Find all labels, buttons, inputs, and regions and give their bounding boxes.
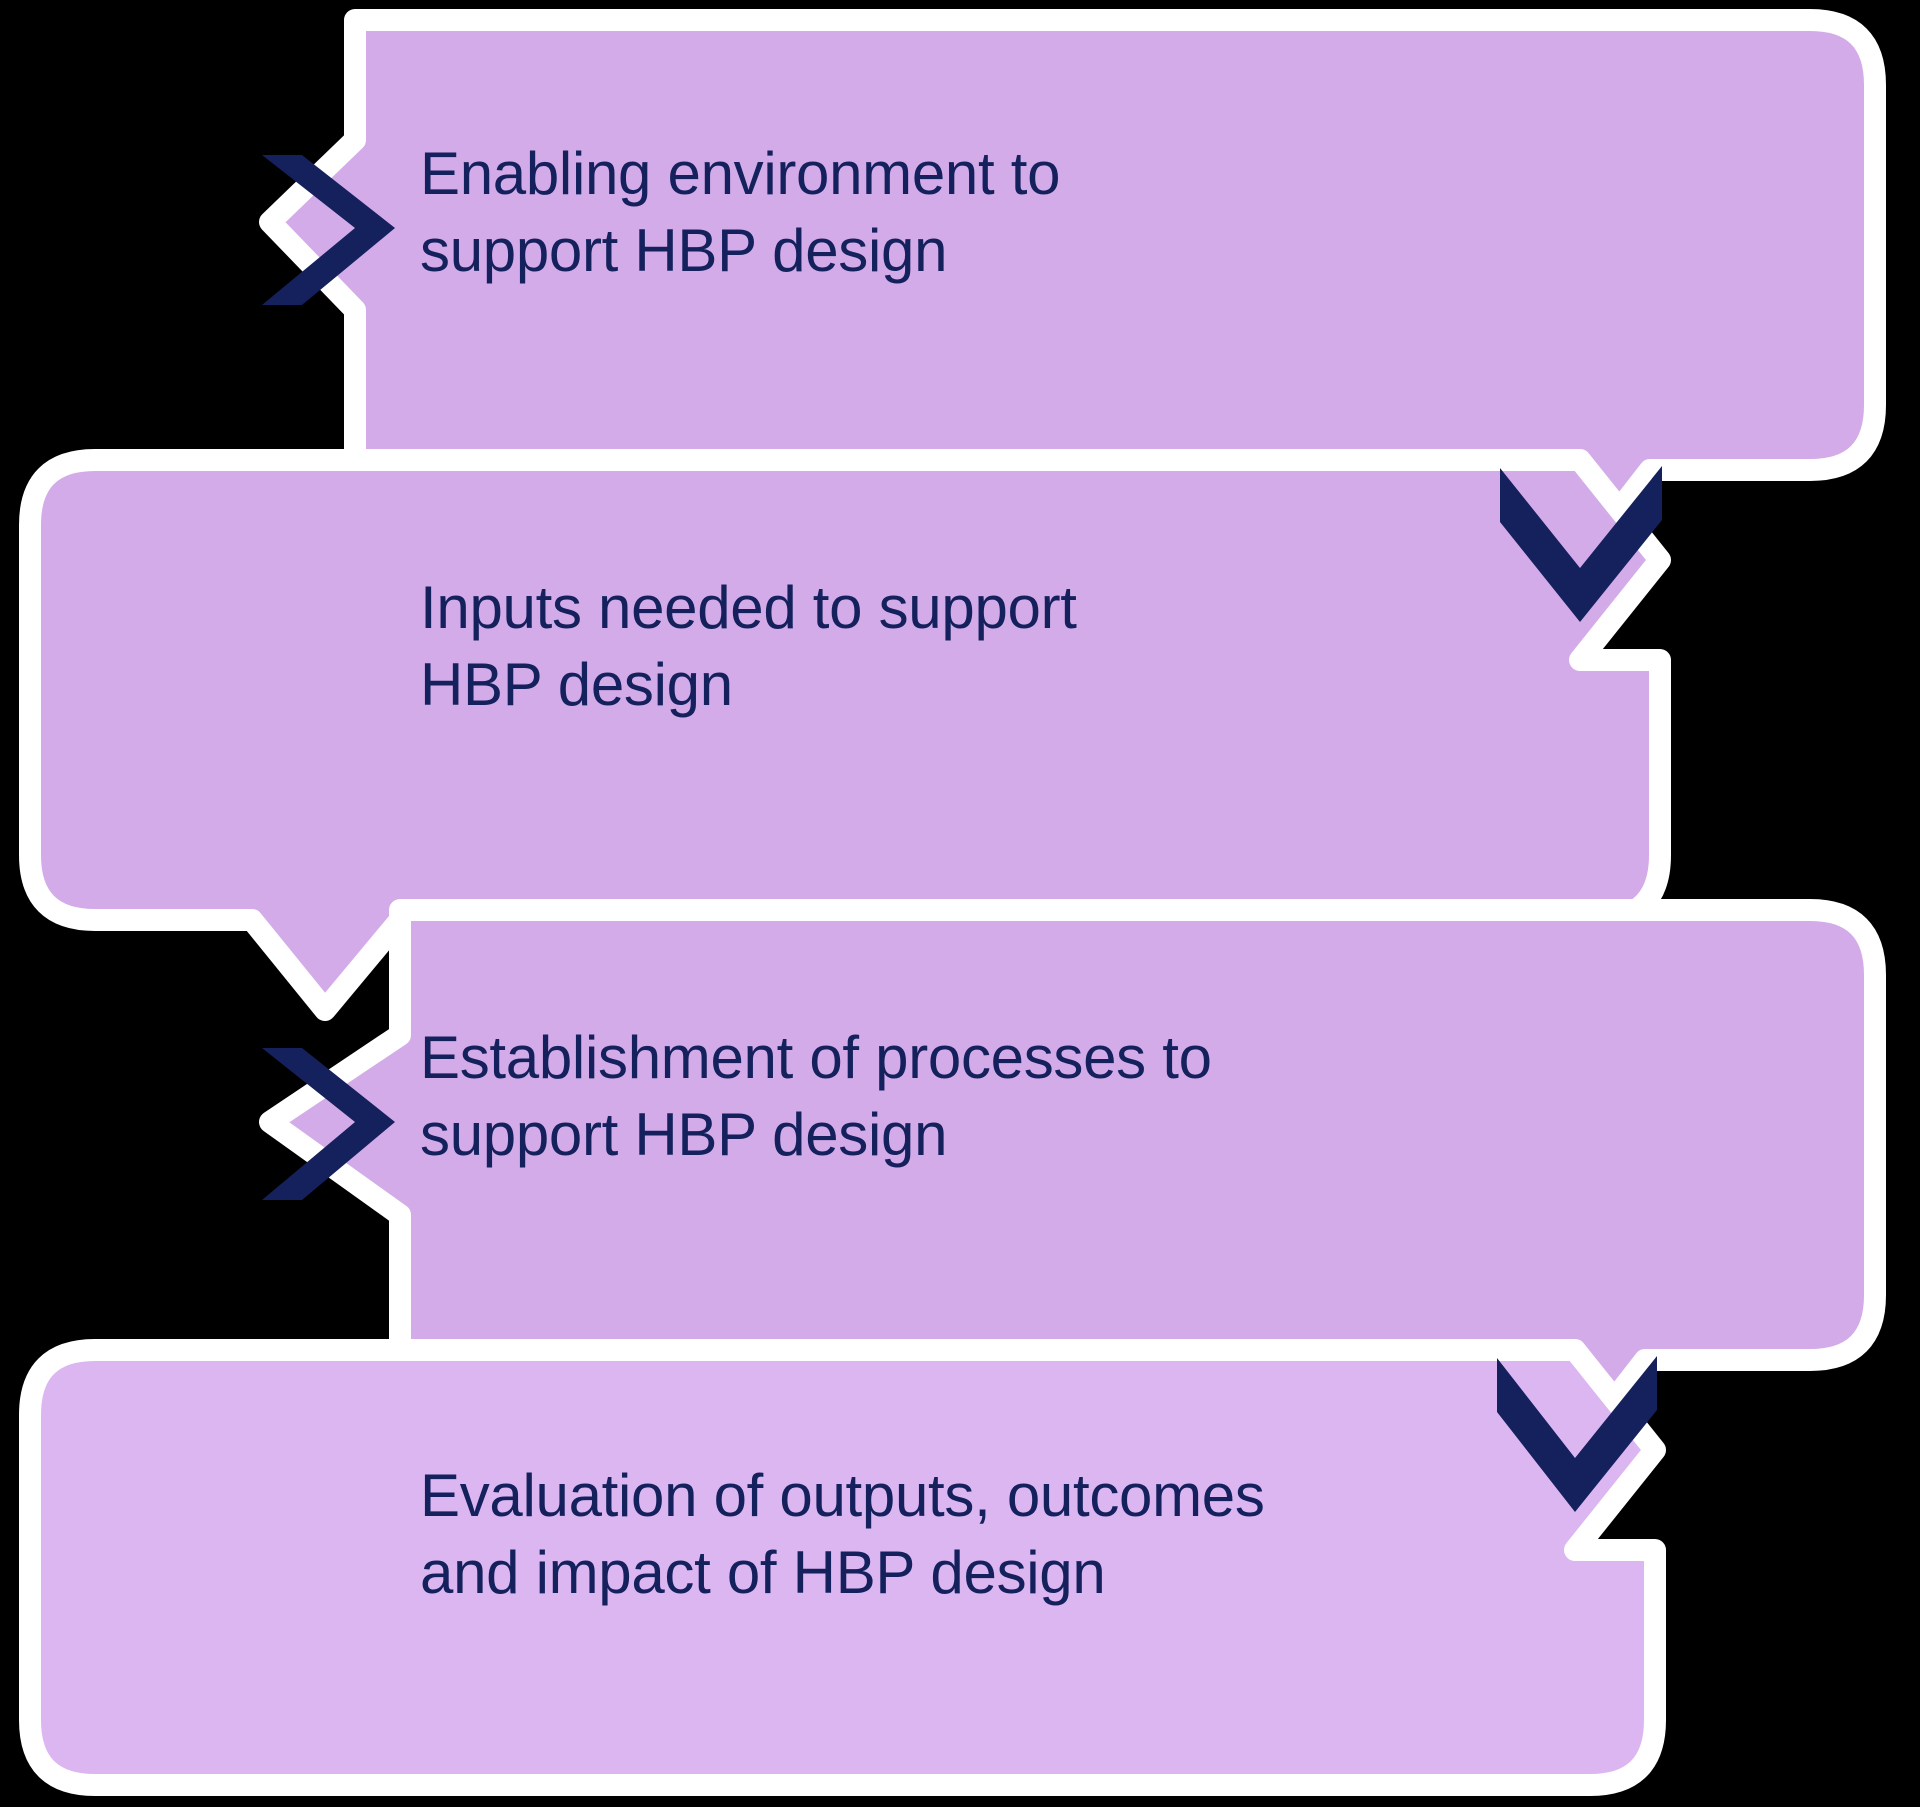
process-step-2-shape[interactable] bbox=[19, 449, 1671, 1021]
step-3-right-chevron-icon bbox=[262, 1048, 395, 1200]
step-3-down-chevron-icon bbox=[1497, 1356, 1657, 1512]
step-4-box[interactable] bbox=[19, 1339, 1666, 1796]
process-step-4-shape[interactable] bbox=[19, 1339, 1666, 1796]
step-1-right-chevron-icon bbox=[262, 155, 395, 305]
step-2-box[interactable] bbox=[19, 449, 1671, 1021]
step-1-down-chevron-icon bbox=[1500, 466, 1662, 622]
